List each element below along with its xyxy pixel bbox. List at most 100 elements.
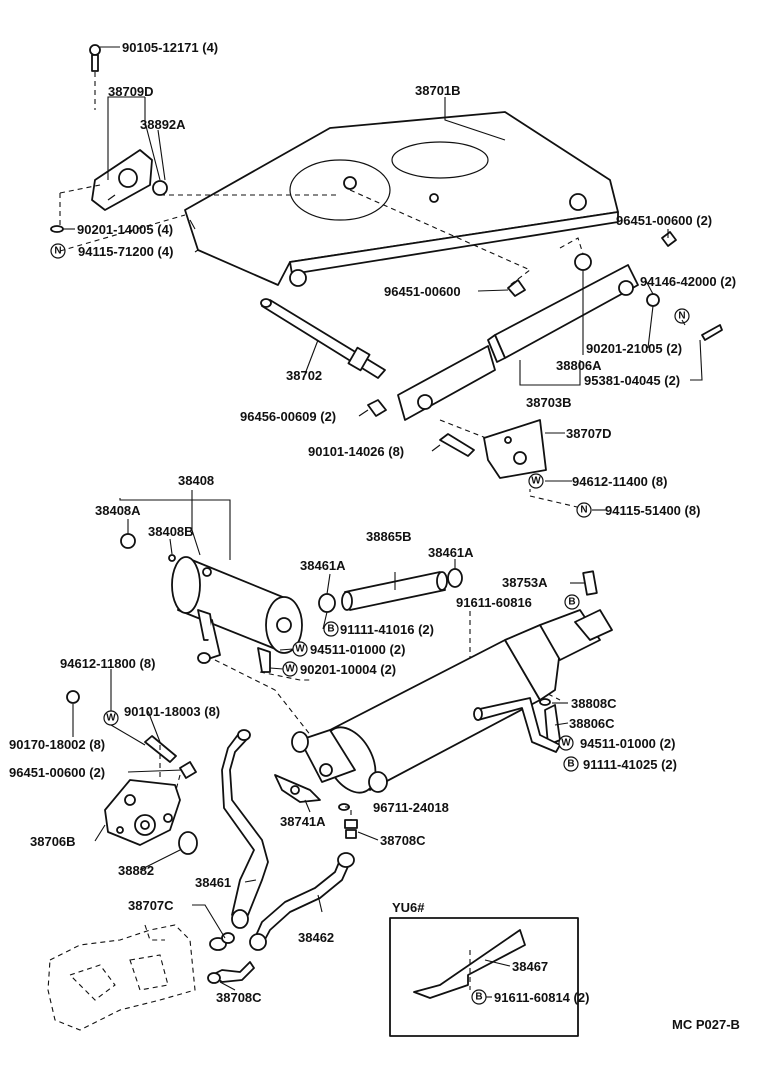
washer-symbol-94511-01000-b [558, 735, 574, 751]
label-38753a: 38753A [502, 575, 548, 590]
label-38707c: 38707C [128, 898, 174, 913]
label-38706b: 38706B [30, 834, 76, 849]
label-38408b: 38408B [148, 524, 194, 539]
label-38461: 38461 [195, 875, 231, 890]
label-38703b: 38703B [526, 395, 572, 410]
pump-phantom [47, 924, 196, 1031]
pipe-38462 [249, 852, 355, 951]
label-38462: 38462 [298, 930, 334, 945]
bolt-90170-18002 [66, 690, 80, 704]
washer-symbol-text: W [531, 476, 541, 487]
nut-symbol-right [674, 308, 690, 324]
bushing-38806a [559, 237, 592, 355]
nut-96456-00609 [367, 399, 387, 417]
bracket-38706b [104, 779, 181, 846]
label-96451-00600-c: 96451-00600 (2) [9, 765, 105, 780]
label-38882: 38882 [118, 863, 154, 878]
nut-symbol-right-text: N [678, 311, 685, 322]
bushing-38882 [178, 831, 198, 855]
label-90101-18003: 90101-18003 (8) [124, 704, 220, 719]
clamp-38461a-right [447, 568, 463, 588]
nut-96451-00600 [661, 231, 677, 247]
label-38702: 38702 [286, 368, 322, 383]
nut-96451-00600-c [179, 761, 197, 779]
labels: 90105-12171 (4) 38709D 38892A 90201-1400… [9, 40, 740, 1032]
washer-symbol-text-3: W [285, 664, 295, 675]
nut-symbol-94115-51400 [576, 502, 592, 518]
label-38709d: 38709D [108, 84, 154, 99]
label-38806c: 38806C [569, 716, 615, 731]
fitting-38708c-upper [344, 810, 358, 839]
support-plate-38701b [184, 111, 619, 287]
washer-symbol-text-2: W [295, 644, 305, 655]
bar-38703b [397, 264, 639, 421]
label-90201-10004: 90201-10004 (2) [300, 662, 396, 677]
label-38741a: 38741A [280, 814, 326, 829]
label-94612-11400: 94612-11400 (8) [572, 474, 667, 489]
label-yu6: YU6# [392, 900, 425, 915]
label-38467: 38467 [512, 959, 548, 974]
label-94146-42000: 94146-42000 (2) [640, 274, 736, 289]
hose-38865b [341, 571, 448, 611]
label-38808c: 38808C [571, 696, 617, 711]
pipe-38461 [221, 729, 269, 929]
label-38408: 38408 [178, 473, 214, 488]
nut-symbol-text-2: N [580, 505, 587, 516]
bolt-symbol-text-3: B [567, 759, 574, 770]
bracket-38707d [483, 419, 547, 479]
label-38865b: 38865B [366, 529, 412, 544]
label-90170-18002: 90170-18002 (8) [9, 737, 105, 752]
bolt-38408a [120, 533, 136, 549]
label-38806a: 38806A [556, 358, 602, 373]
washer-symbol-text-4: W [561, 738, 571, 749]
label-95381-04045: 95381-04045 (2) [584, 373, 680, 388]
label-96451-00600-a: 96451-00600 (2) [616, 213, 712, 228]
fitting-38707c [209, 932, 235, 951]
label-96711-24018: 96711-24018 [373, 800, 449, 815]
label-90201-14005: 90201-14005 (4) [77, 222, 173, 237]
bolt-symbol-91111-41025 [563, 756, 579, 772]
label-91111-41016: 91111-41016 (2) [340, 622, 434, 637]
label-38708c-a: 38708C [380, 833, 426, 848]
label-91111-41025: 91111-41025 (2) [583, 757, 677, 772]
pin-95381-04045 [701, 324, 723, 341]
washer-symbol-text-5: W [106, 713, 116, 724]
bolt-90101-14026 [439, 433, 475, 457]
label-96451-00600-b: 96451-00600 [384, 284, 461, 299]
inset-box-yu6: B [389, 917, 579, 1037]
bolt-90105-12171 [89, 44, 101, 110]
nut-symbol-94115-71200 [50, 243, 66, 259]
washer-94146-42000 [646, 293, 660, 307]
bolt-symbol-91611-60816 [564, 594, 580, 610]
label-94115-71200: 94115-71200 (4) [78, 244, 173, 259]
label-94612-11800: 94612-11800 (8) [60, 656, 155, 671]
label-94511-01000-a: 94511-01000 (2) [310, 642, 405, 657]
clamp-38741a [274, 774, 321, 803]
washer-38408b [168, 554, 176, 562]
oring-38808c [539, 698, 551, 706]
label-90105-12171: 90105-12171 (4) [122, 40, 218, 55]
label-38461a-b: 38461A [428, 545, 474, 560]
oil-cooler-38408 [171, 556, 303, 673]
washer-symbol-94612-11400 [528, 473, 544, 489]
bracket-38709d [91, 149, 168, 211]
label-90201-21005: 90201-21005 (2) [586, 341, 682, 356]
power-cylinder [291, 609, 613, 794]
shaft-38702 [260, 298, 386, 379]
label-94511-01000-b: 94511-01000 (2) [580, 736, 675, 751]
label-90101-14026: 90101-14026 (8) [308, 444, 404, 459]
fitting-38708c-lower [207, 961, 255, 984]
washer-90201-14005 [50, 225, 64, 233]
pin-38753a [582, 570, 598, 596]
pipe-38806c [473, 697, 561, 753]
label-94115-51400: 94115-51400 (8) [605, 503, 700, 518]
label-38461a-a: 38461A [300, 558, 346, 573]
clamp-38461a-left [318, 593, 336, 613]
label-38892a: 38892A [140, 117, 186, 132]
bolt-symbol-91111-41016 [323, 621, 339, 637]
leader-lines [63, 46, 703, 998]
label-38701b: 38701B [415, 83, 461, 98]
bolt-symbol-text: B [568, 597, 575, 608]
label-91611-60816: 91611-60816 [456, 595, 532, 610]
